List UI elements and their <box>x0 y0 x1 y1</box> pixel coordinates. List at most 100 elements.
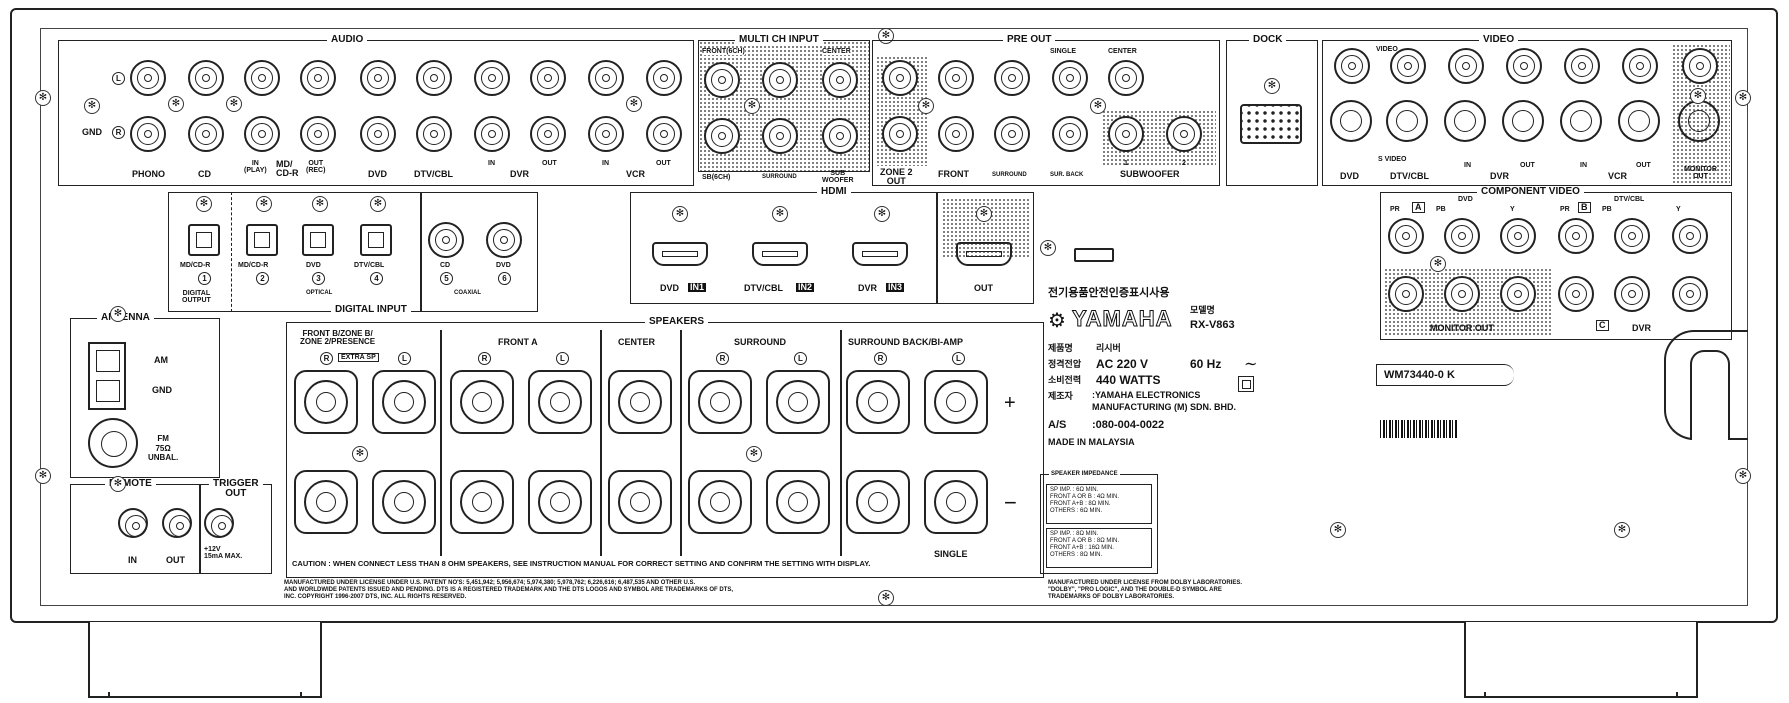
spk-frontb-l-plus[interactable] <box>372 370 436 434</box>
video-vcr-in-jack[interactable] <box>1564 48 1600 84</box>
remote-out-jack[interactable] <box>162 508 192 538</box>
svideo-dvd-jack[interactable] <box>1330 100 1372 142</box>
dtv-audio-r-jack[interactable] <box>416 116 452 152</box>
multich-surround-jack[interactable] <box>762 118 798 154</box>
preout-sub2-jack[interactable] <box>1166 116 1202 152</box>
svideo-dvr-in-jack[interactable] <box>1444 100 1486 142</box>
multich-sub-jack[interactable] <box>822 118 858 154</box>
hdmi-in2-port[interactable] <box>752 242 808 266</box>
comp-dtv-y-jack[interactable] <box>1672 218 1708 254</box>
optical-in4-jack[interactable] <box>360 224 392 256</box>
spk-surround-l-minus[interactable] <box>766 470 830 534</box>
spk-center-minus[interactable] <box>608 470 672 534</box>
service-port[interactable] <box>1074 248 1114 262</box>
spk-surback-l-plus[interactable] <box>924 370 988 434</box>
preout-surback-jack[interactable] <box>1052 116 1088 152</box>
multich-center-jack[interactable] <box>822 62 858 98</box>
hdmi-out-port[interactable] <box>956 242 1012 266</box>
video-vcr-out-jack[interactable] <box>1622 48 1658 84</box>
multich-front-r-jack[interactable] <box>762 62 798 98</box>
comp-dvr-pr-jack[interactable] <box>1558 276 1594 312</box>
dvr-out-r-jack[interactable] <box>530 116 566 152</box>
dock-connector[interactable] <box>1240 104 1302 144</box>
dvr-out-l-jack[interactable] <box>530 60 566 96</box>
coaxial-cd-jack[interactable] <box>428 222 464 258</box>
spk-frontb-r-plus[interactable] <box>294 370 358 434</box>
vcr-out-r-jack[interactable] <box>646 116 682 152</box>
video-dvd-jack[interactable] <box>1334 48 1370 84</box>
video-dtv-jack[interactable] <box>1390 48 1426 84</box>
preout-surround-l-jack[interactable] <box>994 60 1030 96</box>
md-out-l-jack[interactable] <box>300 60 336 96</box>
md-in-r-jack[interactable] <box>244 116 280 152</box>
preout-front-l-jack[interactable] <box>938 60 974 96</box>
spk-fronta-r-plus[interactable] <box>450 370 514 434</box>
comp-mon-pr-jack[interactable] <box>1388 276 1424 312</box>
spk-surback-r-plus[interactable] <box>846 370 910 434</box>
zone2-l-jack[interactable] <box>882 60 918 96</box>
multich-sb-jack[interactable] <box>704 118 740 154</box>
dtv-audio-l-jack[interactable] <box>416 60 452 96</box>
comp-dvd-y-jack[interactable] <box>1500 218 1536 254</box>
md-out-r-jack[interactable] <box>300 116 336 152</box>
hdmi-in3-port[interactable] <box>852 242 908 266</box>
svideo-dvr-out-jack[interactable] <box>1502 100 1544 142</box>
spk-surround-r-minus[interactable] <box>688 470 752 534</box>
svideo-vcr-in-jack[interactable] <box>1560 100 1602 142</box>
spk-fronta-l-minus[interactable] <box>528 470 592 534</box>
video-dvr-in-jack[interactable] <box>1448 48 1484 84</box>
svideo-dtv-jack[interactable] <box>1386 100 1428 142</box>
comp-b-pr: PR <box>1560 206 1570 213</box>
comp-dvr-pb-jack[interactable] <box>1614 276 1650 312</box>
multich-front-l-jack[interactable] <box>704 62 740 98</box>
comp-dtv-pb-jack[interactable] <box>1614 218 1650 254</box>
preout-front-r-jack[interactable] <box>938 116 974 152</box>
hdmi-out-label: OUT <box>974 283 993 293</box>
comp-dtv-pr-jack[interactable] <box>1558 218 1594 254</box>
optical-in3-jack[interactable] <box>302 224 334 256</box>
spk-surround-l-plus[interactable] <box>766 370 830 434</box>
optical-in2-jack[interactable] <box>246 224 278 256</box>
trigger-out-jack[interactable] <box>204 508 234 538</box>
vcr-in-l-jack[interactable] <box>588 60 624 96</box>
dvr-in-l-jack[interactable] <box>474 60 510 96</box>
hdmi-in1-port[interactable] <box>652 242 708 266</box>
video-dvr-out-jack[interactable] <box>1506 48 1542 84</box>
preout-sub1-jack[interactable] <box>1108 116 1144 152</box>
optical-out-jack[interactable] <box>188 224 220 256</box>
md-in-l-jack[interactable] <box>244 60 280 96</box>
cd-l-jack[interactable] <box>188 60 224 96</box>
spk-frontb-l-minus[interactable] <box>372 470 436 534</box>
spk-center-plus[interactable] <box>608 370 672 434</box>
fm-antenna-jack[interactable] <box>88 418 138 468</box>
vcr-out-l-jack[interactable] <box>646 60 682 96</box>
svideo-vcr-out-jack[interactable] <box>1618 100 1660 142</box>
dvr-in-r-jack[interactable] <box>474 116 510 152</box>
spk-surround-r-plus[interactable] <box>688 370 752 434</box>
remote-in-jack[interactable] <box>118 508 148 538</box>
comp-dvd-pb-jack[interactable] <box>1444 218 1480 254</box>
video-monitor-jack[interactable] <box>1682 48 1718 84</box>
phono-l-jack[interactable] <box>130 60 166 96</box>
dvd-audio-l-jack[interactable] <box>360 60 396 96</box>
spk-fronta-r-minus[interactable] <box>450 470 514 534</box>
vcr-in-r-jack[interactable] <box>588 116 624 152</box>
zone2-r-jack[interactable] <box>882 116 918 152</box>
comp-mon-pb-jack[interactable] <box>1444 276 1480 312</box>
comp-dvd-pr-jack[interactable] <box>1388 218 1424 254</box>
comp-mon-y-jack[interactable] <box>1500 276 1536 312</box>
spk-frontb-r-minus[interactable] <box>294 470 358 534</box>
svideo-monitor-jack[interactable] <box>1678 100 1720 142</box>
preout-surback-single-jack[interactable] <box>1052 60 1088 96</box>
comp-dvr-y-jack[interactable] <box>1672 276 1708 312</box>
preout-center-jack[interactable] <box>1108 60 1144 96</box>
preout-surround-r-jack[interactable] <box>994 116 1030 152</box>
phono-r-jack[interactable] <box>130 116 166 152</box>
am-terminal[interactable] <box>88 342 126 410</box>
dvd-audio-r-jack[interactable] <box>360 116 396 152</box>
coaxial-dvd-jack[interactable] <box>486 222 522 258</box>
spk-surback-l-minus[interactable] <box>924 470 988 534</box>
cd-r-jack[interactable] <box>188 116 224 152</box>
spk-surback-r-minus[interactable] <box>846 470 910 534</box>
spk-fronta-l-plus[interactable] <box>528 370 592 434</box>
